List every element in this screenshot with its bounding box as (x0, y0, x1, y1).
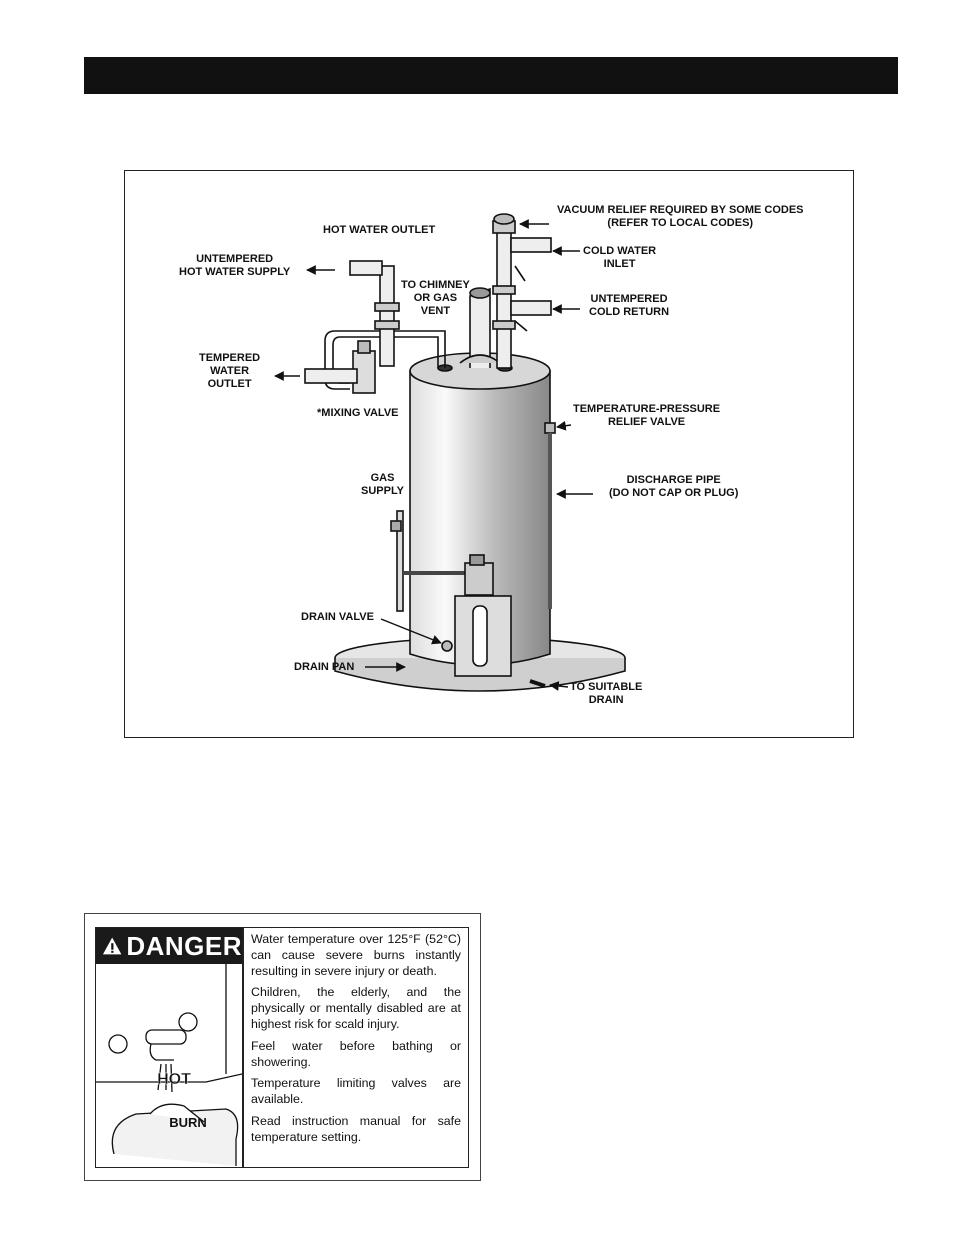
danger-divider (242, 928, 244, 1167)
danger-label-panel: DANGER HOT BURN Water temperature over 1… (95, 927, 469, 1168)
drain-valve-label: DRAIN VALVE (301, 611, 374, 623)
drain-pan-label: DRAIN PAN (294, 661, 355, 673)
discharge-pipe-label: DISCHARGE PIPE(DO NOT CAP OR PLUG) (609, 474, 739, 499)
danger-message: Feel water before bathing or showering. (251, 1038, 461, 1069)
water-heater-installation-diagram: VACUUM RELIEF REQUIRED BY SOME CODES(REF… (124, 170, 854, 738)
water-heater-drawing (274, 213, 626, 692)
vacuum-relief-label: VACUUM RELIEF REQUIRED BY SOME CODES(REF… (557, 204, 804, 229)
danger-message: Read instruction manual for safe tempera… (251, 1113, 461, 1144)
danger-message: Water temperature over 125°F (52°C) can … (251, 932, 461, 978)
burn-text: BURN (169, 1115, 207, 1130)
hot-water-outlet-label: HOT WATER OUTLET (323, 224, 436, 236)
danger-message: Children, the elderly, and the physicall… (251, 985, 461, 1031)
warning-triangle-icon (102, 937, 122, 955)
section-header-bar (84, 57, 898, 94)
mixing-valve-label: *MIXING VALVE (317, 407, 399, 419)
danger-messages: Water temperature over 125°F (52°C) can … (251, 932, 461, 1152)
danger-header: DANGER (96, 928, 242, 964)
danger-label: DANGER HOT BURN Water temperature over 1… (84, 913, 481, 1181)
scald-hazard-illustration: HOT BURN (96, 964, 242, 1166)
hot-text: HOT (157, 1071, 191, 1088)
danger-message: Temperature limiting valves are availabl… (251, 1076, 461, 1107)
danger-signal-word: DANGER (126, 930, 242, 961)
